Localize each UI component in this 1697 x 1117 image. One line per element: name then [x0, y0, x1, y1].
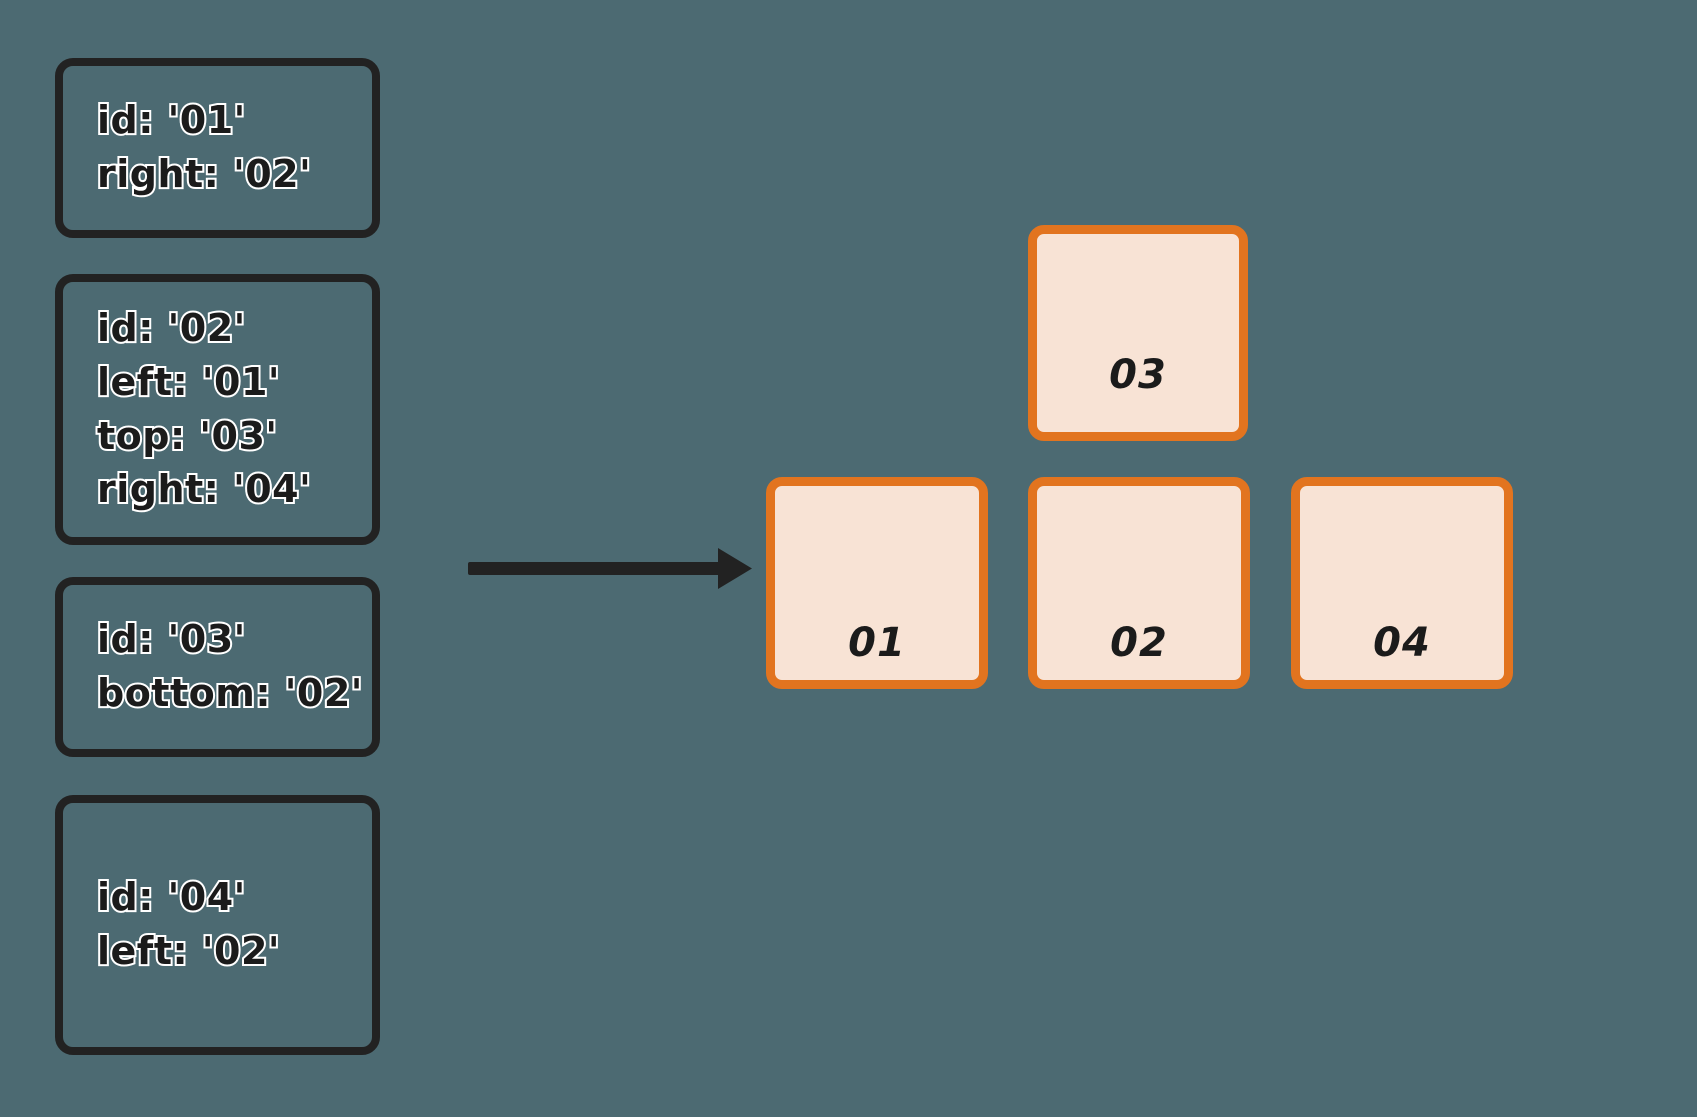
spec-property-line: right: '04': [95, 465, 313, 513]
tile-label: 04: [1372, 619, 1432, 668]
tile-02[interactable]: 02: [1028, 477, 1250, 689]
tile-label: 02: [1109, 619, 1169, 668]
spec-property-line: top: '03': [95, 412, 279, 460]
tile-03[interactable]: 03: [1028, 225, 1248, 441]
tile-04[interactable]: 04: [1291, 477, 1513, 689]
spec-property-line: right: '02': [95, 150, 313, 198]
spec-property-line: id: '01': [95, 96, 247, 144]
spec-box-02: id: '02' left: '01' top: '03' right: '04': [55, 274, 380, 545]
tile-01[interactable]: 01: [766, 477, 988, 689]
transform-arrow: [460, 540, 760, 600]
spec-property-line: id: '04': [95, 873, 247, 921]
spec-property-line: left: '02': [95, 927, 282, 975]
tile-label: 03: [1108, 351, 1168, 400]
spec-box-04: id: '04' left: '02': [55, 795, 380, 1055]
tile-label: 01: [847, 619, 907, 668]
spec-property-line: left: '01': [95, 358, 282, 406]
spec-property-line: bottom: '02': [95, 669, 364, 717]
spec-property-line: id: '02': [95, 304, 247, 352]
spec-box-03: id: '03' bottom: '02': [55, 577, 380, 757]
spec-box-01: id: '01' right: '02': [55, 58, 380, 238]
spec-property-line: id: '03': [95, 615, 247, 663]
